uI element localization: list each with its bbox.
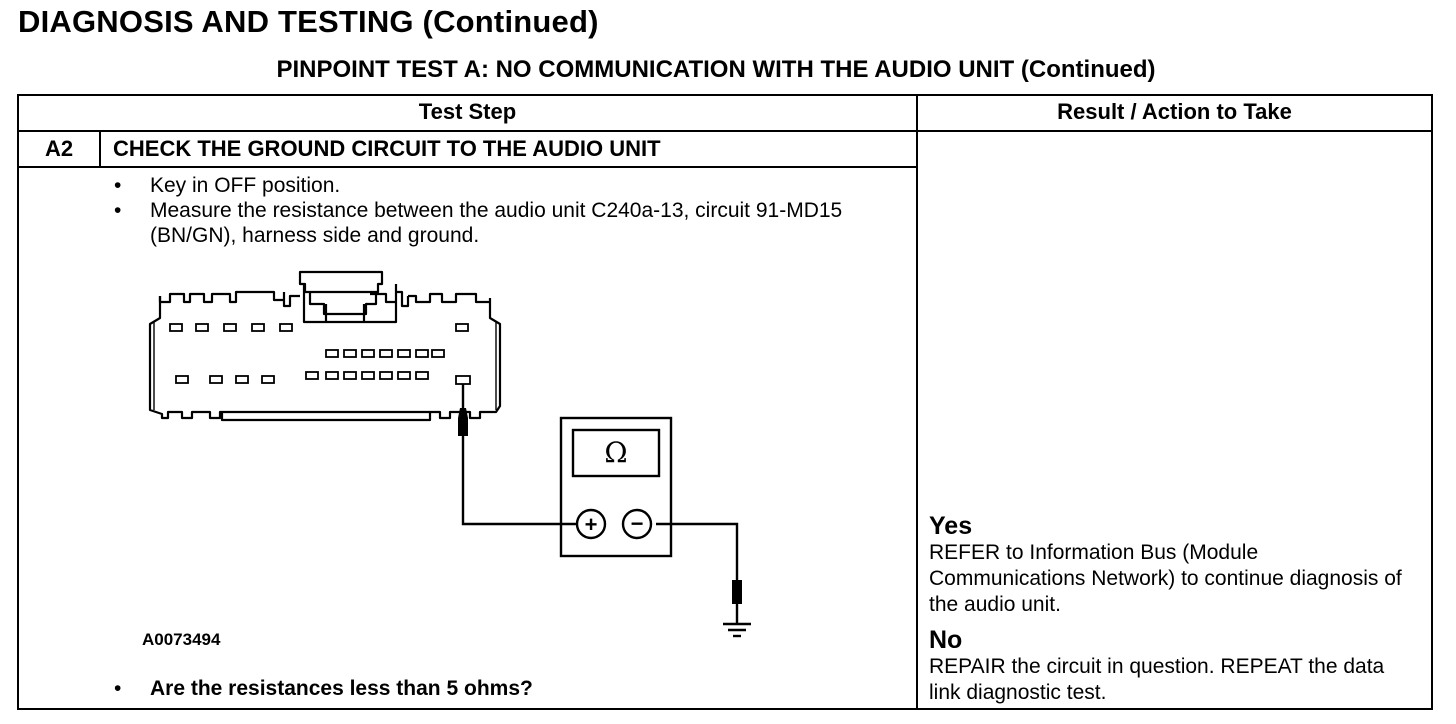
step-id-divider <box>99 130 101 167</box>
table-rule <box>17 130 1433 132</box>
result-no: No REPAIR the circuit in question. REPEA… <box>929 626 1419 706</box>
ground-icon <box>723 622 751 638</box>
probe-tip <box>458 418 468 436</box>
test-table <box>17 94 1433 710</box>
step-title: CHECK THE GROUND CIRCUIT TO THE AUDIO UN… <box>113 136 661 161</box>
terminal-13 <box>455 375 471 385</box>
minus-symbol: − <box>631 511 644 536</box>
negative-test-lead <box>656 522 739 580</box>
meter-display <box>571 428 661 478</box>
probe-tip <box>732 580 742 604</box>
connector-latch <box>298 270 384 294</box>
column-divider <box>916 94 918 710</box>
negative-jack <box>621 508 653 540</box>
result-yes-text: REFER to Information Bus (Module Communi… <box>929 541 1402 616</box>
step-id: A2 <box>44 136 74 161</box>
step-question: Are the resistances less than 5 ohms? <box>110 677 533 701</box>
ohm-symbol: Ω <box>604 436 627 469</box>
pinpoint-test-title: PINPOINT TEST A: NO COMMUNICATION WITH T… <box>276 56 1156 83</box>
instruction-item: Measure the resistance between the audio… <box>110 198 900 248</box>
page-title: DIAGNOSIS AND TESTING (Continued) <box>18 4 599 39</box>
result-no-text: REPAIR the circuit in question. REPEAT t… <box>929 655 1385 704</box>
table-rule <box>17 166 918 168</box>
plus-symbol: + <box>585 512 598 537</box>
header-test-step: Test Step <box>418 99 517 124</box>
header-result: Result / Action to Take <box>1057 99 1292 124</box>
result-yes-heading: Yes <box>929 512 973 540</box>
figure-id: A0073494 <box>142 630 221 649</box>
positive-jack <box>575 508 607 540</box>
ohmmeter <box>559 416 673 558</box>
result-yes: Yes REFER to Information Bus (Module Com… <box>929 512 1419 618</box>
step-instructions: Key in OFF position. Measure the resista… <box>110 173 900 248</box>
connector-housing <box>148 296 502 420</box>
connector-ohmmeter-diagram: Ω + − <box>148 270 751 638</box>
instruction-item: Key in OFF position. <box>110 173 900 198</box>
result-no-heading: No <box>929 626 963 654</box>
